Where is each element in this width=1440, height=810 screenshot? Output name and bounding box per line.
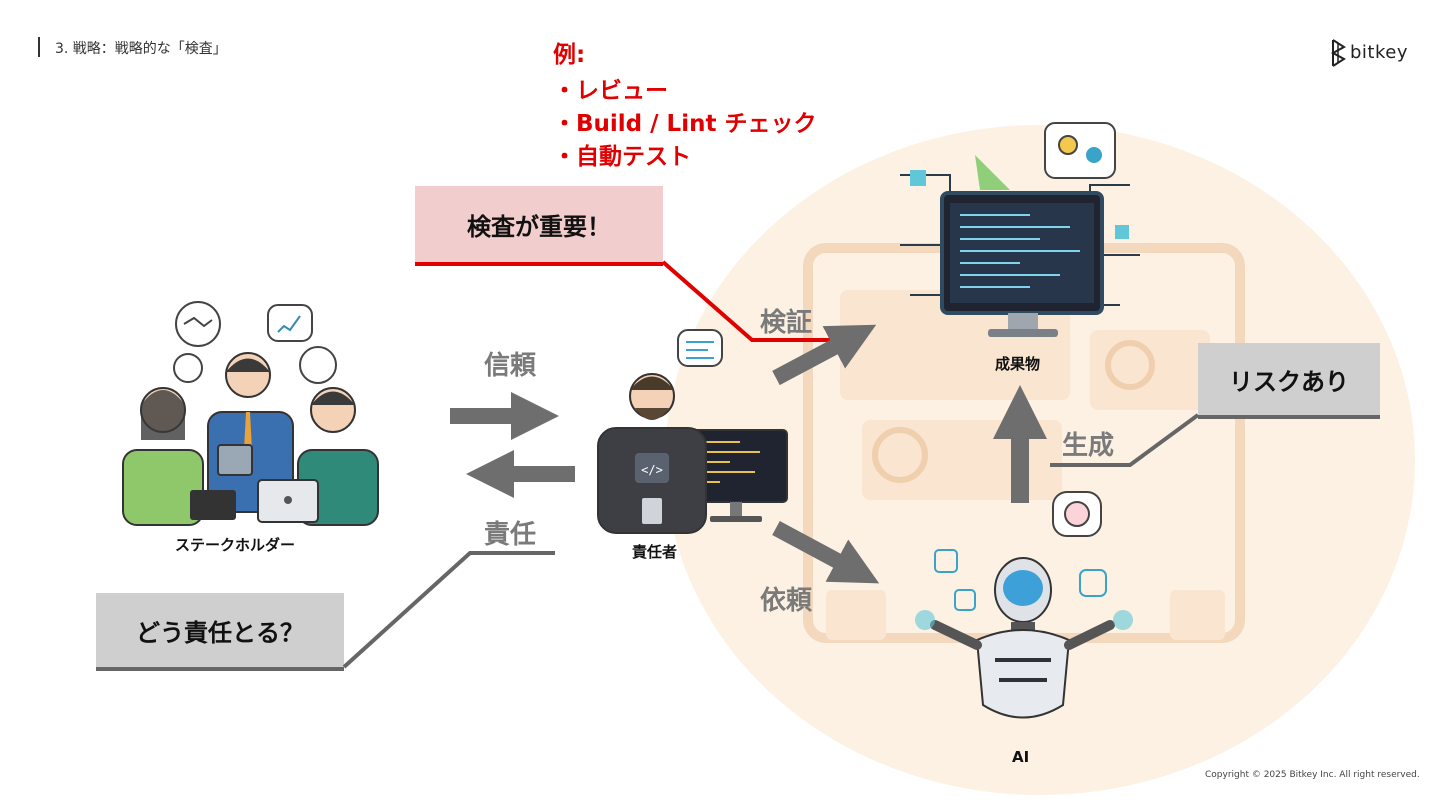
ai-label: AI	[1012, 748, 1030, 766]
generate-label: 生成	[1062, 431, 1115, 461]
stakeholder-label: ステークホルダー	[175, 536, 296, 554]
example-item-build-lint: ・Build / Lint チェック	[553, 111, 817, 137]
deliverable-illustration	[900, 122, 1140, 337]
brand-logo-text: bitkey	[1350, 42, 1408, 63]
example-item-auto-test: ・自動テスト	[553, 144, 691, 170]
request-label: 依頼	[760, 586, 813, 616]
ai-robot-illustration	[915, 491, 1133, 719]
example-item-review: ・レビュー	[553, 78, 668, 104]
breadcrumb-divider	[38, 37, 40, 57]
risk-callout: リスクあり	[1198, 343, 1380, 419]
responsibility-leader-line	[342, 551, 555, 669]
inspection-callout: 検査が重要！	[415, 186, 663, 266]
request-arrow	[772, 520, 880, 584]
risk-leader-line	[1050, 413, 1200, 467]
stakeholder-illustration	[122, 301, 379, 526]
copyright-text: Copyright © 2025 Bitkey Inc. All right r…	[1205, 770, 1420, 780]
deliverable-label: 成果物	[995, 355, 1041, 373]
inspection-leader-line	[661, 260, 830, 342]
owner-label: 責任者	[632, 543, 678, 561]
trust-label: 信頼	[484, 351, 537, 381]
verify-label: 検証	[760, 308, 813, 338]
bitkey-logo-icon	[1330, 39, 1346, 67]
breadcrumb: 3. 戦略：戦略的な「検査」	[55, 41, 227, 57]
svg-text:</>: </>	[641, 463, 663, 477]
owner-illustration: </>	[597, 329, 788, 534]
verify-arrow	[772, 324, 877, 386]
responsibility-callout: どう責任とる？	[96, 593, 344, 671]
examples-title: 例:	[553, 42, 586, 68]
responsibility-label: 責任	[484, 520, 537, 550]
